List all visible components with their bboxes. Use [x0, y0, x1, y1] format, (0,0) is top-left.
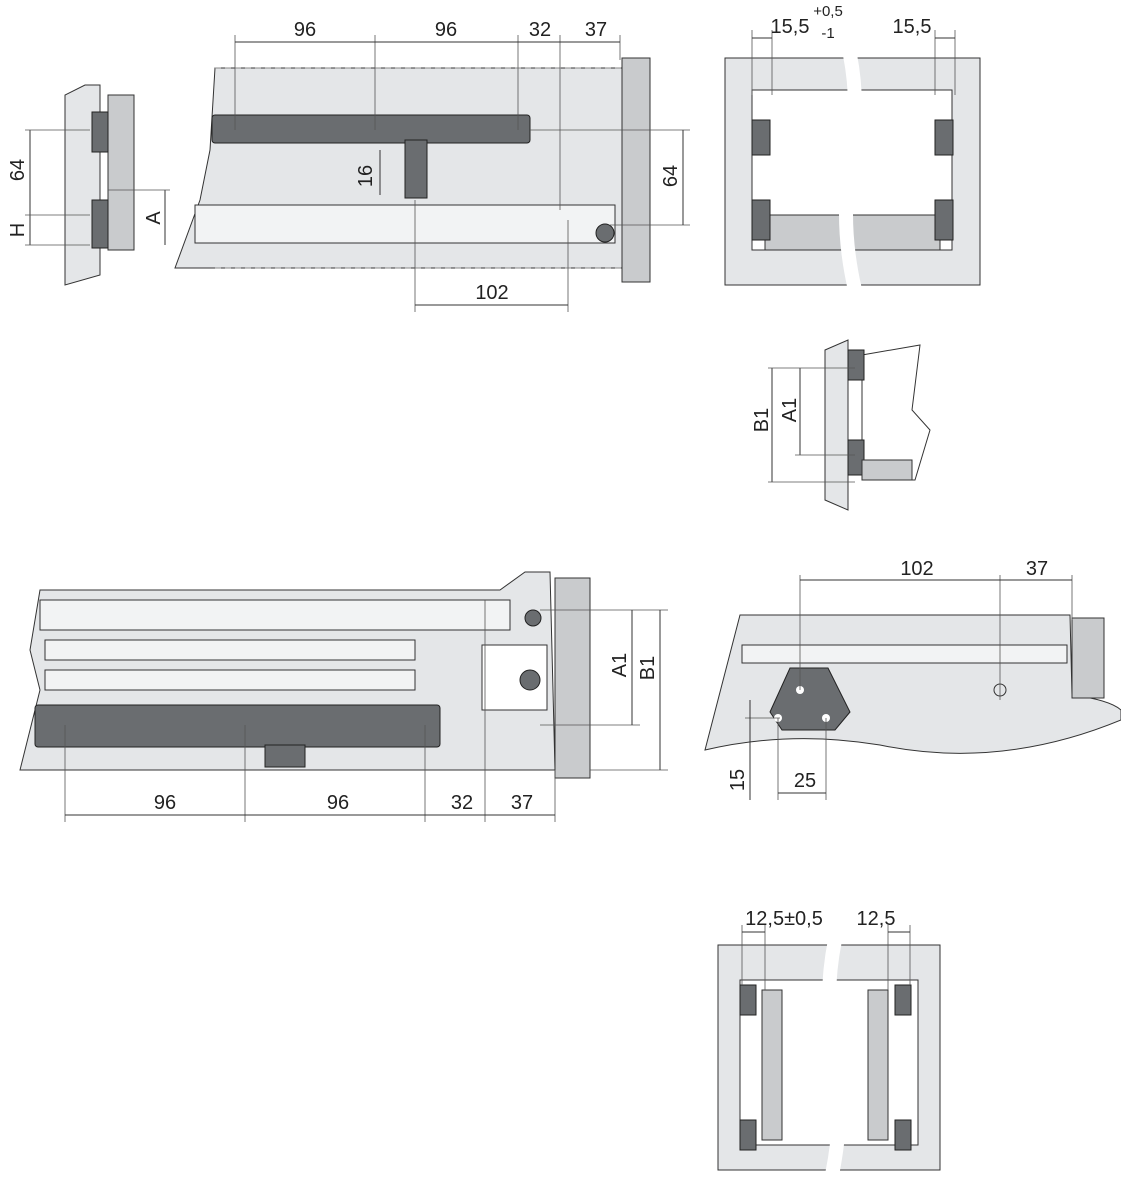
dim-b1: B1: [637, 656, 659, 680]
dim-64-right: 64: [660, 165, 682, 187]
top-rail-view: 96 96 32 37 16 64 102: [174, 19, 690, 312]
dim-96b: 96: [435, 19, 457, 41]
dim-96a: 96: [154, 792, 176, 814]
dim-b1: B1: [751, 408, 773, 432]
dim-15: 15: [727, 769, 749, 791]
tol-minus: -1: [821, 25, 834, 42]
tol-plus: +0,5: [813, 3, 843, 20]
bottom-front-view: 12,5±0,5 12,5: [717, 908, 941, 1177]
dim-96a: 96: [294, 19, 316, 41]
dim-16: 16: [355, 165, 377, 187]
top-front-view: 15,5 +0,5 -1 15,5: [724, 3, 981, 292]
dim-37: 37: [585, 19, 607, 41]
dim-32: 32: [529, 19, 551, 41]
dim-96b: 96: [327, 792, 349, 814]
bracket-view: 102 37 15 25: [704, 558, 1121, 800]
bottom-rail-view: 96 96 32 37 A1 B1: [19, 571, 668, 822]
dim-37: 37: [1026, 558, 1048, 580]
dim-left: 15,5: [771, 16, 810, 38]
dim-right: 15,5: [893, 16, 932, 38]
dim-102: 102: [900, 558, 933, 580]
top-side-view: 64 H A: [7, 84, 170, 286]
dim-a1: A1: [779, 398, 801, 422]
dim-102: 102: [475, 282, 508, 304]
dim-37: 37: [511, 792, 533, 814]
dim-right: 12,5: [857, 908, 896, 930]
dim-25: 25: [794, 770, 816, 792]
dim-h: H: [7, 223, 29, 237]
dim-left: 12,5±0,5: [745, 908, 823, 930]
dim-a: A: [143, 211, 165, 225]
dim-a1: A1: [609, 653, 631, 677]
middle-side-view: B1 A1: [751, 339, 931, 511]
dim-32: 32: [451, 792, 473, 814]
dim-64: 64: [7, 159, 29, 181]
